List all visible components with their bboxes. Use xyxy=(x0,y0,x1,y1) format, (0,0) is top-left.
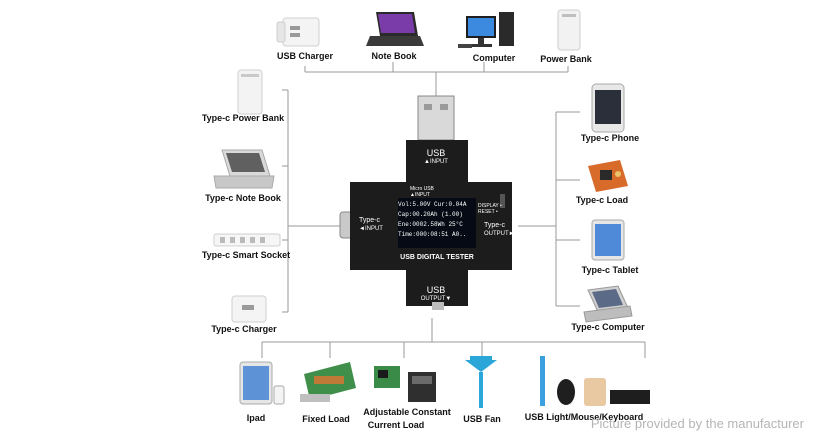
type-c-computer-label: Type-c Computer xyxy=(571,322,645,332)
reset-label: RESET • xyxy=(478,209,498,215)
watermark: Picture provided by the manufacturer xyxy=(590,416,804,431)
type-c-power-bank-icon xyxy=(237,69,263,115)
fixed-load-icon xyxy=(300,362,356,402)
type-c-load-label: Type-c Load xyxy=(575,195,629,205)
computer-label: Computer xyxy=(472,53,516,63)
usb-output-title: USB xyxy=(426,285,446,295)
usb-charger-label: USB Charger xyxy=(276,51,334,61)
smart-socket-icon xyxy=(213,233,281,247)
type-c-output-label: Type-c OUTPUT► xyxy=(484,222,515,238)
lcd-cur-value: :0.04A xyxy=(444,201,467,208)
lcd-ene-value: :0002.58Wh xyxy=(408,221,445,228)
ipad-icon xyxy=(239,361,285,405)
display-reset-label: DISPLAY • RESET • xyxy=(478,203,502,215)
lcd-cur-label: Cur xyxy=(434,201,445,208)
type-c-output-sub: OUTPUT► xyxy=(484,231,515,237)
lcd-temp: 25°C xyxy=(448,221,463,228)
micro-usb-sub: ▲INPUT xyxy=(410,192,430,198)
top-connector-lines xyxy=(304,62,569,96)
lcd-cap-value: :00.20Ah xyxy=(408,211,438,218)
lcd-screen xyxy=(398,198,476,248)
right-connector-lines xyxy=(518,111,580,307)
usb-input-title: USB xyxy=(426,148,446,158)
power-bank-label: Power Bank xyxy=(540,54,592,64)
micro-usb-title: Micro USB xyxy=(410,186,434,192)
power-bank-icon xyxy=(557,9,581,51)
lcd-cap-extra: (1.00) xyxy=(441,211,463,218)
type-c-charger-icon xyxy=(231,295,267,323)
tester-name: USB DIGITAL TESTER xyxy=(400,254,474,261)
lcd-line-2: Cap:00.20Ah (1.00) xyxy=(398,210,476,220)
usb-input-label: USB ▲INPUT xyxy=(424,149,448,167)
usb-fan-label: USB Fan xyxy=(463,414,501,424)
type-c-laptop-icon xyxy=(583,285,633,323)
left-connector-lines xyxy=(282,89,340,313)
type-c-phone-label: Type-c Phone xyxy=(580,133,640,143)
lcd-line-1: Vol:5.00V Cur:0.04A xyxy=(398,200,476,210)
adjustable-load-icon xyxy=(374,366,436,402)
lcd-line-4: Time:000:08:51 A0.. xyxy=(398,230,476,240)
computer-icon xyxy=(458,12,514,48)
notebook-icon xyxy=(366,12,424,46)
lcd-vol-value: :5.00V xyxy=(408,201,431,208)
bottom-connector-lines xyxy=(261,318,646,358)
lcd-time-extra: A0.. xyxy=(452,231,467,238)
tablet-icon xyxy=(591,219,625,261)
ipad-label: Ipad xyxy=(246,413,266,423)
usb-light-mouse-keyboard-label: USB Light/Mouse/Keyboard xyxy=(524,412,644,422)
usb-fan-icon xyxy=(465,356,497,408)
usb-output-label: USB OUTPUT▼ xyxy=(421,286,452,304)
phone-icon xyxy=(591,83,625,133)
display-label: DISPLAY • xyxy=(478,203,502,209)
load-board-icon xyxy=(588,160,628,192)
type-c-output-title: Type-c xyxy=(484,222,506,229)
type-c-input-label: Type-c ◄INPUT xyxy=(359,217,383,233)
type-c-input-sub: ◄INPUT xyxy=(359,226,383,232)
usb-input-sub: ▲INPUT xyxy=(424,159,448,165)
lcd-cap-label: Cap xyxy=(398,211,409,218)
lcd-line-3: Ene:0002.58Wh 25°C xyxy=(398,220,476,230)
usb-light-mouse-keyboard-icon xyxy=(540,356,650,406)
type-c-notebook-icon xyxy=(213,149,275,189)
lcd-vol-label: Vol xyxy=(398,201,409,208)
type-c-power-bank-label: Type-c Power Bank xyxy=(201,113,285,123)
micro-usb-label: Micro USB ▲INPUT xyxy=(410,186,434,198)
type-c-tablet-label: Type-c Tablet xyxy=(581,265,639,275)
type-c-notebook-label: Type-c Note Book xyxy=(205,193,281,203)
usb-digital-tester xyxy=(339,95,512,310)
usb-charger-icon xyxy=(276,17,320,47)
type-c-smart-socket-label: Type-c Smart Socket xyxy=(201,250,291,260)
usb-output-sub: OUTPUT▼ xyxy=(420,296,452,302)
adjustable-load-label: Adjustable Constant xyxy=(363,407,451,417)
lcd-time-value: :000:08:51 xyxy=(412,231,449,238)
type-c-input-title: Type-c xyxy=(359,217,381,224)
type-c-charger-label: Type-c Charger xyxy=(211,324,277,334)
lcd-ene-label: Ene xyxy=(398,221,409,228)
fixed-load-label: Fixed Load xyxy=(302,414,350,424)
notebook-label: Note Book xyxy=(371,51,417,61)
lcd-readout: Vol:5.00V Cur:0.04A Cap:00.20Ah (1.00) E… xyxy=(398,200,476,240)
adjustable-load-label-2: Current Load xyxy=(367,420,425,430)
lcd-time-label: Time xyxy=(398,231,413,238)
